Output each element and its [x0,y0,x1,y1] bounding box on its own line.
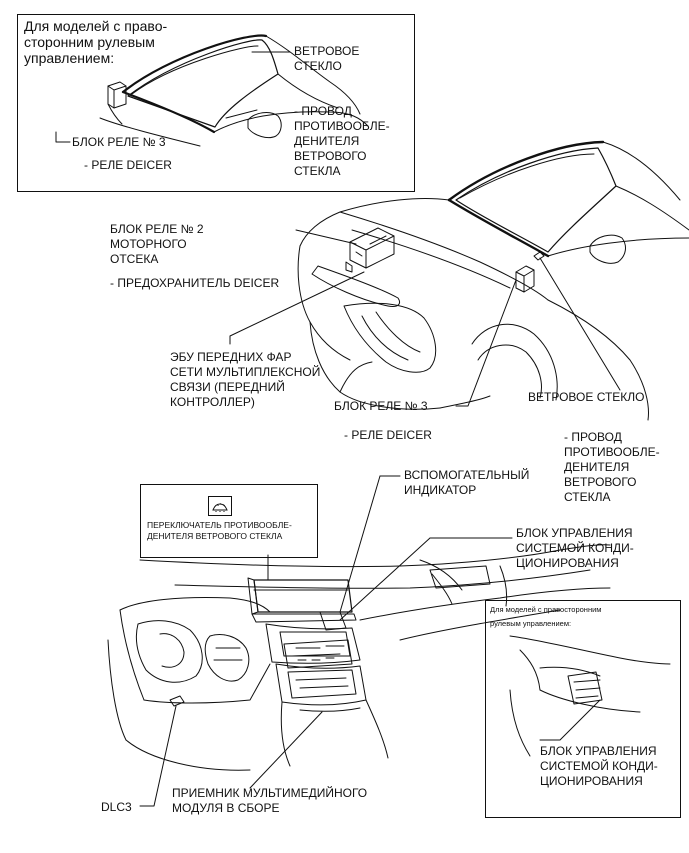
inset-top-title: Для моделей с право- сторонним рулевым у… [24,18,168,66]
inset-top-windshield-label: ВЕТРОВОЕ СТЕКЛО [294,44,360,73]
relay-block-3-label: БЛОК РЕЛЕ № 3 [334,399,428,413]
inset-bottom-frame [485,600,681,818]
car-front-illustration [229,140,689,421]
inset-top-frame [17,14,415,192]
windshield-defogger-icon [208,496,232,516]
inset-top-relay-label: - РЕЛЕ DEICER [84,158,172,172]
switch-callout-frame [140,484,318,558]
relay-block-2-label: БЛОК РЕЛЕ № 2 МОТОРНОГО ОТСЕКА [110,222,204,266]
inset-bottom-title: Для моделей с правосторонним рулевым упр… [490,605,602,628]
multimedia-receiver-label: ПРИЕМНИК МУЛЬТИМЕДИЙНОГО МОДУЛЯ В СБОРЕ [172,786,368,815]
defogger-wire-label: - ПРОВОД ПРОТИВООБЛЕ- ДЕНИТЕЛЯ ВЕТРОВОГО… [564,430,660,504]
dlc3-label: DLC3 [101,800,132,814]
defogger-switch-label: ПЕРЕКЛЮЧАТЕЛЬ ПРОТИВООБЛЕ- ДЕНИТЕЛЯ ВЕТР… [147,520,292,541]
inset-top-car-illustration [55,34,369,147]
auxiliary-indicator-label: ВСПОМОГАТЕЛЬНЫЙ ИНДИКАТОР [404,468,530,497]
inset-bottom-ac-control-label: БЛОК УПРАВЛЕНИЯ СИСТЕМОЙ КОНДИ- ЦИОНИРОВ… [540,744,658,788]
windshield-label: ВЕТРОВОЕ СТЕКЛО [528,390,645,404]
dashboard-illustration [107,475,611,807]
deicer-fuse-label: - ПРЕДОХРАНИТЕЛЬ DEICER [110,276,280,290]
headlight-ecu-label: ЭБУ ПЕРЕДНИХ ФАР СЕТИ МУЛЬТИПЛЕКСНОЙ СВЯ… [170,350,321,409]
inset-top-relay-block-label: БЛОК РЕЛЕ № 3 [72,135,166,149]
inset-bottom-illustration [509,635,671,757]
ac-control-label: БЛОК УПРАВЛЕНИЯ СИСТЕМОЙ КОНДИ- ЦИОНИРОВ… [516,526,634,570]
deicer-relay-label: - РЕЛЕ DEICER [344,428,432,442]
inset-top-wire-label: - ПРОВОД ПРОТИВООБЛЕ- ДЕНИТЕЛЯ ВЕТРОВОГО… [294,104,390,178]
